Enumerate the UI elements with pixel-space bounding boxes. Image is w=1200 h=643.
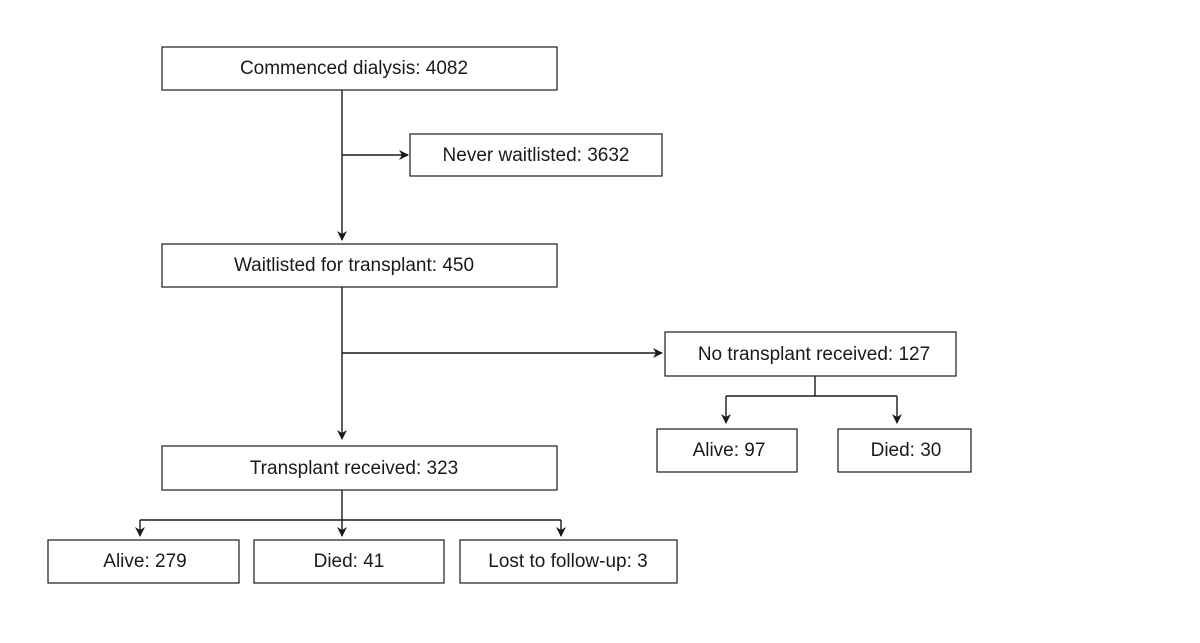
- node-waitlisted: Waitlisted for transplant: 450: [161, 243, 558, 288]
- node-commenced-dialysis: Commenced dialysis: 4082: [161, 46, 558, 91]
- branch-no-transplant-outcomes: [726, 376, 897, 397]
- connectors: [135, 90, 902, 537]
- node-never-waitlisted-label: Never waitlisted: 3632: [443, 145, 630, 166]
- node-transplant-received: Transplant received: 323: [161, 445, 558, 491]
- node-no-transplant-label: No transplant received: 127: [698, 344, 930, 365]
- node-commenced-dialysis-label: Commenced dialysis: 4082: [240, 58, 468, 79]
- branch-transplant-outcomes: [140, 490, 561, 521]
- node-alive-no-transplant-label: Alive: 97: [693, 440, 766, 461]
- node-no-transplant: No transplant received: 127: [664, 331, 957, 377]
- node-transplant-received-label: Transplant received: 323: [250, 458, 458, 479]
- node-alive-transplant: Alive: 279: [47, 539, 240, 584]
- node-alive-transplant-label: Alive: 279: [103, 551, 186, 572]
- node-died-no-transplant: Died: 30: [837, 428, 972, 473]
- node-lost-followup-label: Lost to follow-up: 3: [488, 551, 647, 572]
- node-died-transplant-label: Died: 41: [314, 551, 385, 572]
- node-lost-followup: Lost to follow-up: 3: [459, 539, 678, 584]
- node-died-transplant: Died: 41: [253, 539, 445, 584]
- node-died-no-transplant-label: Died: 30: [871, 440, 942, 461]
- node-waitlisted-label: Waitlisted for transplant: 450: [234, 255, 474, 276]
- node-never-waitlisted: Never waitlisted: 3632: [409, 133, 663, 177]
- node-alive-no-transplant: Alive: 97: [656, 428, 798, 473]
